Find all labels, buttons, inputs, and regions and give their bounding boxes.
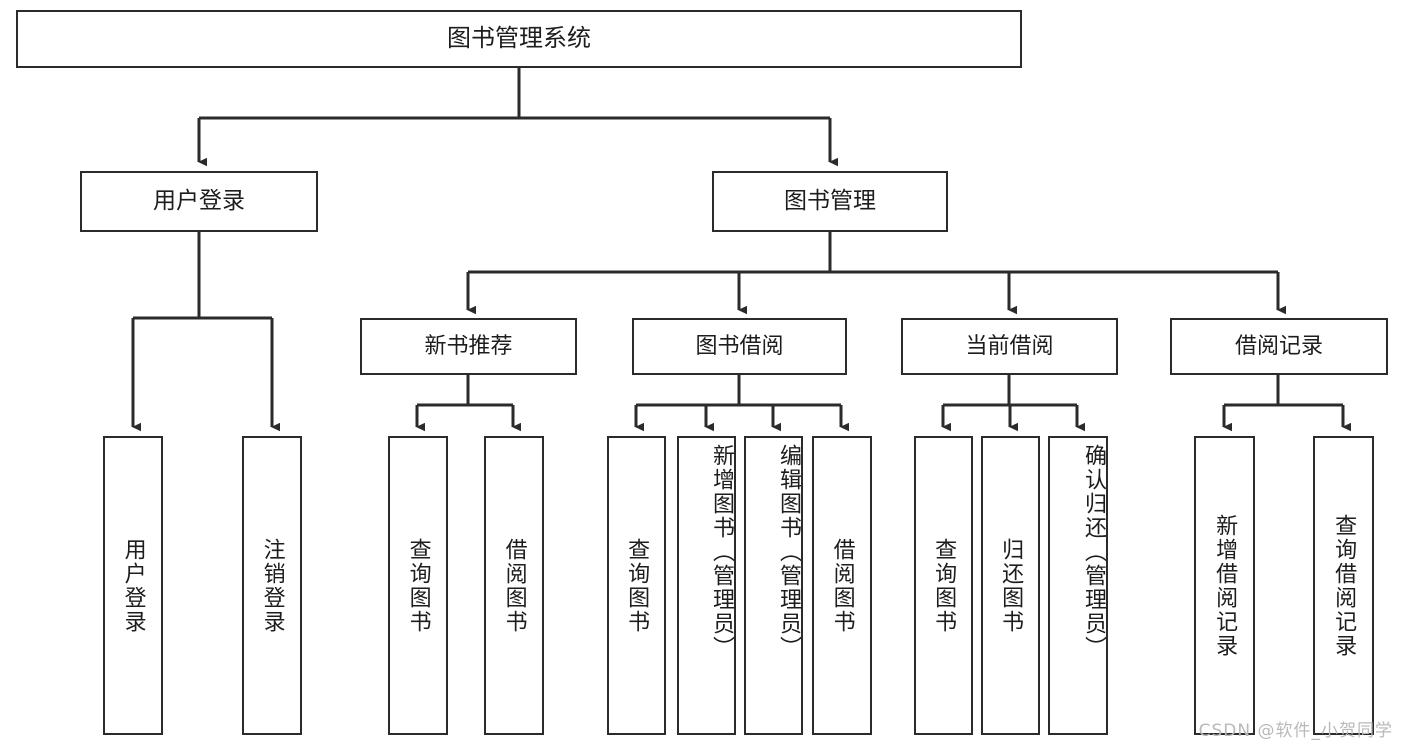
leaf-current-borrow-return-book[interactable]: 归还图书 xyxy=(981,436,1040,735)
leaf-user-login-logout[interactable]: 注销登录 xyxy=(242,436,302,735)
leaf-book-borrow-add-book-admin[interactable]: 新增图书（管理员） xyxy=(677,436,736,735)
leaf-user-login-login[interactable]: 用户登录 xyxy=(103,436,163,735)
node-label: 查询图书 xyxy=(405,537,431,634)
leaf-book-borrow-borrow-book[interactable]: 借阅图书 xyxy=(812,436,872,735)
node-root-book-management-system[interactable]: 图书管理系统 xyxy=(16,10,1022,68)
node-label: 用户登录 xyxy=(153,188,245,215)
node-label: 查询图书 xyxy=(931,537,957,634)
node-user-login[interactable]: 用户登录 xyxy=(80,171,318,232)
node-label: 查询图书 xyxy=(624,537,650,634)
node-label: 新书推荐 xyxy=(424,333,513,359)
node-label: 查询借阅记录 xyxy=(1331,513,1357,658)
node-borrow-record[interactable]: 借阅记录 xyxy=(1170,318,1388,375)
watermark: CSDN @软件_小贺同学 xyxy=(1198,721,1393,741)
leaf-borrow-record-query-record[interactable]: 查询借阅记录 xyxy=(1313,436,1374,735)
node-label: 图书管理系统 xyxy=(447,24,591,53)
node-book-management[interactable]: 图书管理 xyxy=(712,171,948,232)
node-label: 归还图书 xyxy=(998,537,1024,634)
node-new-book-recommend[interactable]: 新书推荐 xyxy=(360,318,577,375)
leaf-new-book-borrow-book[interactable]: 借阅图书 xyxy=(484,436,544,735)
leaf-new-book-query-book[interactable]: 查询图书 xyxy=(388,436,448,735)
node-label: 确认归还（管理员） xyxy=(1081,444,1106,660)
node-label: 借阅图书 xyxy=(501,537,527,634)
node-label: 图书借阅 xyxy=(695,333,784,359)
node-book-borrow[interactable]: 图书借阅 xyxy=(632,318,847,375)
leaf-book-borrow-edit-book-admin[interactable]: 编辑图书（管理员） xyxy=(744,436,803,735)
node-label: 注销登录 xyxy=(259,537,285,634)
node-label: 当前借阅 xyxy=(965,333,1054,359)
leaf-current-borrow-query-book[interactable]: 查询图书 xyxy=(914,436,973,735)
node-label: 借阅图书 xyxy=(829,537,855,634)
leaf-book-borrow-query-book[interactable]: 查询图书 xyxy=(607,436,666,735)
node-current-borrow[interactable]: 当前借阅 xyxy=(901,318,1118,375)
node-label: 新增图书（管理员） xyxy=(709,444,734,660)
node-label: 用户登录 xyxy=(120,537,146,634)
leaf-borrow-record-add-record[interactable]: 新增借阅记录 xyxy=(1194,436,1255,735)
leaf-current-borrow-confirm-return-admin[interactable]: 确认归还（管理员） xyxy=(1048,436,1108,735)
node-label: 图书管理 xyxy=(784,188,876,215)
node-label: 借阅记录 xyxy=(1234,333,1323,359)
node-label: 编辑图书（管理员） xyxy=(776,444,801,660)
node-label: 新增借阅记录 xyxy=(1212,513,1238,658)
